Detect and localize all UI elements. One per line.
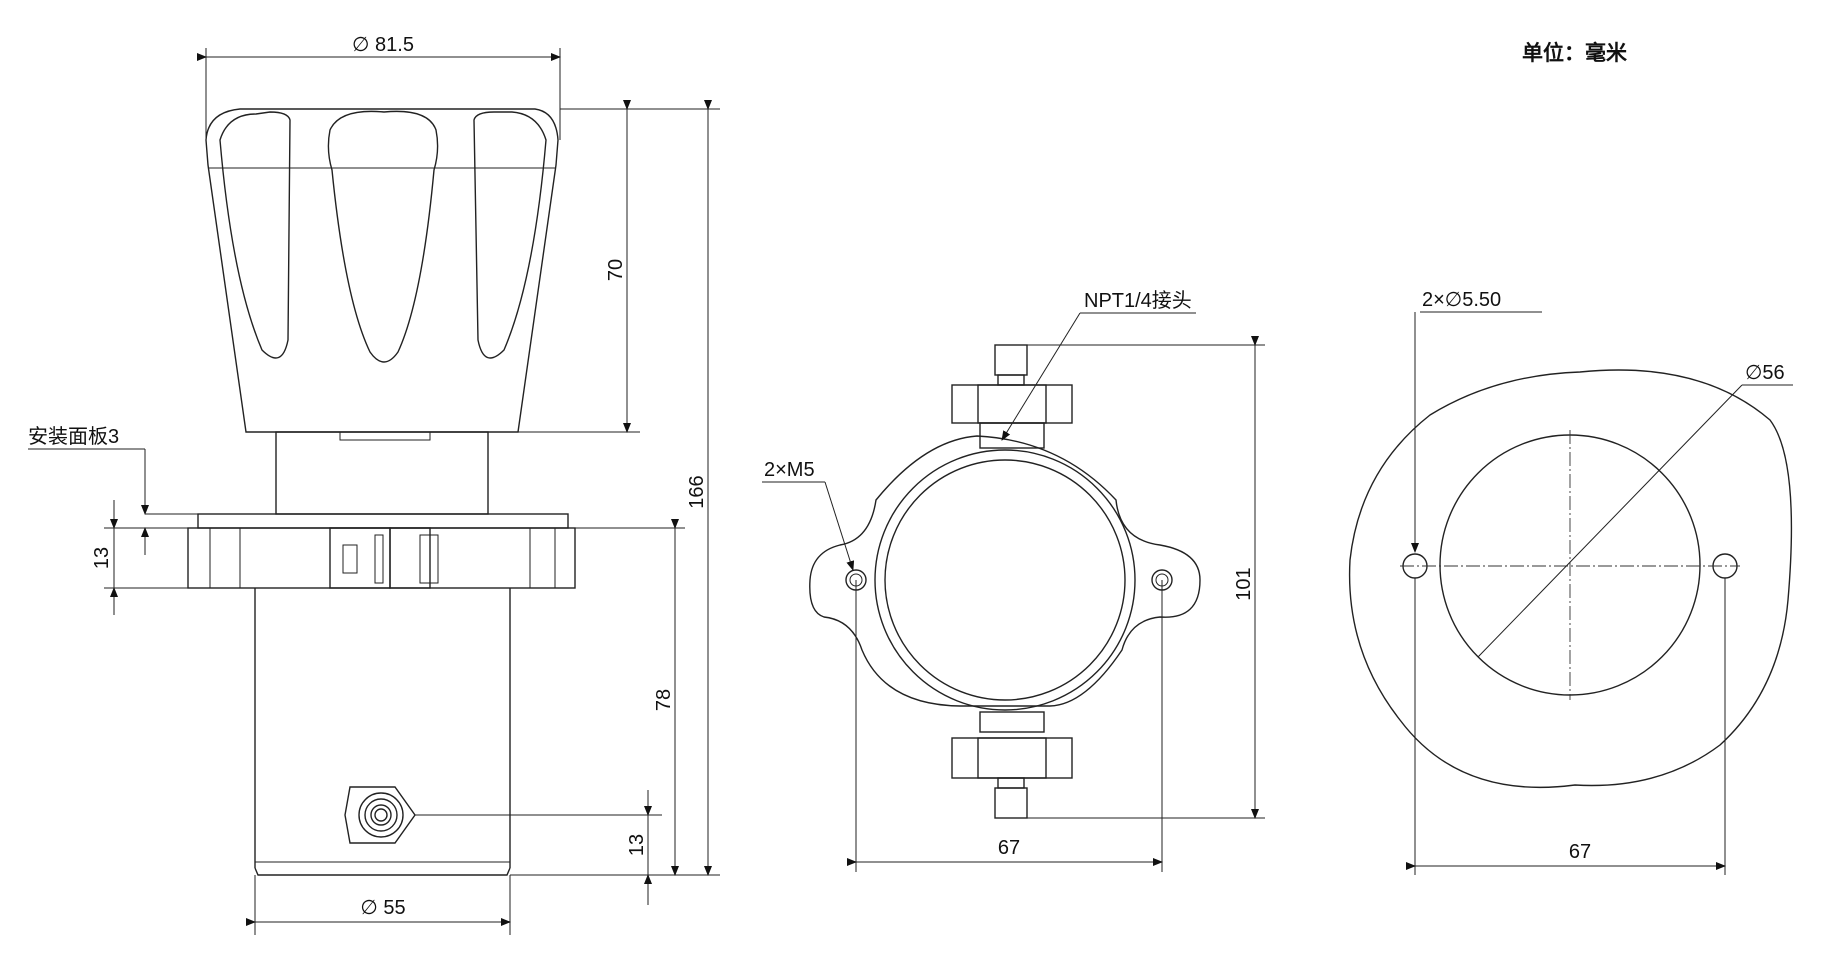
body	[254, 588, 511, 876]
dim-body-height: 78	[575, 519, 685, 876]
body-height-label: 78	[653, 689, 675, 711]
dim-body-diameter: ∅ 55	[246, 875, 511, 935]
dim-total-height: 166	[510, 100, 720, 876]
hole-callout: 2×∅5.50	[1411, 289, 1542, 553]
port-fitting	[344, 786, 662, 844]
dim-flange-height: 13	[91, 500, 188, 615]
panel-outline	[1348, 369, 1793, 789]
total-height-label: 166	[686, 475, 708, 508]
side-view: ∅ 81.5 70 166 安装面板3	[28, 34, 720, 935]
npt-callout: NPT1/4接头	[1001, 289, 1196, 441]
knob	[205, 108, 559, 441]
flange-height-label: 13	[91, 547, 113, 569]
clamp-ring	[187, 527, 576, 589]
dim-top-width: 67	[847, 580, 1163, 872]
hole-spacing-label: 67	[1569, 841, 1591, 863]
top-width-label: 67	[998, 837, 1020, 859]
neck	[275, 431, 489, 515]
cutout-diameter-label: ∅56	[1745, 362, 1785, 384]
top-view: NPT1/4接头 2×M5 101 67	[762, 289, 1265, 872]
bottom-connector	[951, 711, 1073, 819]
dim-knob-height: 70	[518, 100, 720, 433]
knob-height-label: 70	[605, 259, 627, 281]
top-connector	[951, 344, 1073, 449]
npt-label: NPT1/4接头	[1084, 289, 1192, 312]
unit-label: 单位：毫米	[1522, 41, 1628, 65]
port-offset-label: 13	[626, 834, 648, 856]
outer-ring	[874, 449, 1136, 711]
panel-callout: 安装面板3	[28, 425, 198, 555]
dim-port-offset: 13	[626, 790, 652, 905]
dim-top-height: 101	[1027, 336, 1265, 819]
top-height-label: 101	[1233, 567, 1255, 600]
inner-ring	[884, 459, 1126, 701]
dim-hole-spacing: 67	[1406, 578, 1726, 875]
body-diameter-label: ∅ 55	[360, 897, 405, 919]
mounting-panel	[197, 513, 569, 529]
hole-label: 2×∅5.50	[1422, 289, 1501, 311]
dim-knob-diameter: ∅ 81.5	[197, 34, 561, 140]
knob-diameter-label: ∅ 81.5	[352, 34, 414, 56]
panel-label: 安装面板3	[28, 425, 119, 448]
m5-callout: 2×M5	[762, 459, 855, 571]
clamp-outline	[809, 435, 1201, 707]
cutout-view: ∅56 2×∅5.50 67	[1348, 289, 1793, 875]
m5-label: 2×M5	[764, 459, 815, 481]
